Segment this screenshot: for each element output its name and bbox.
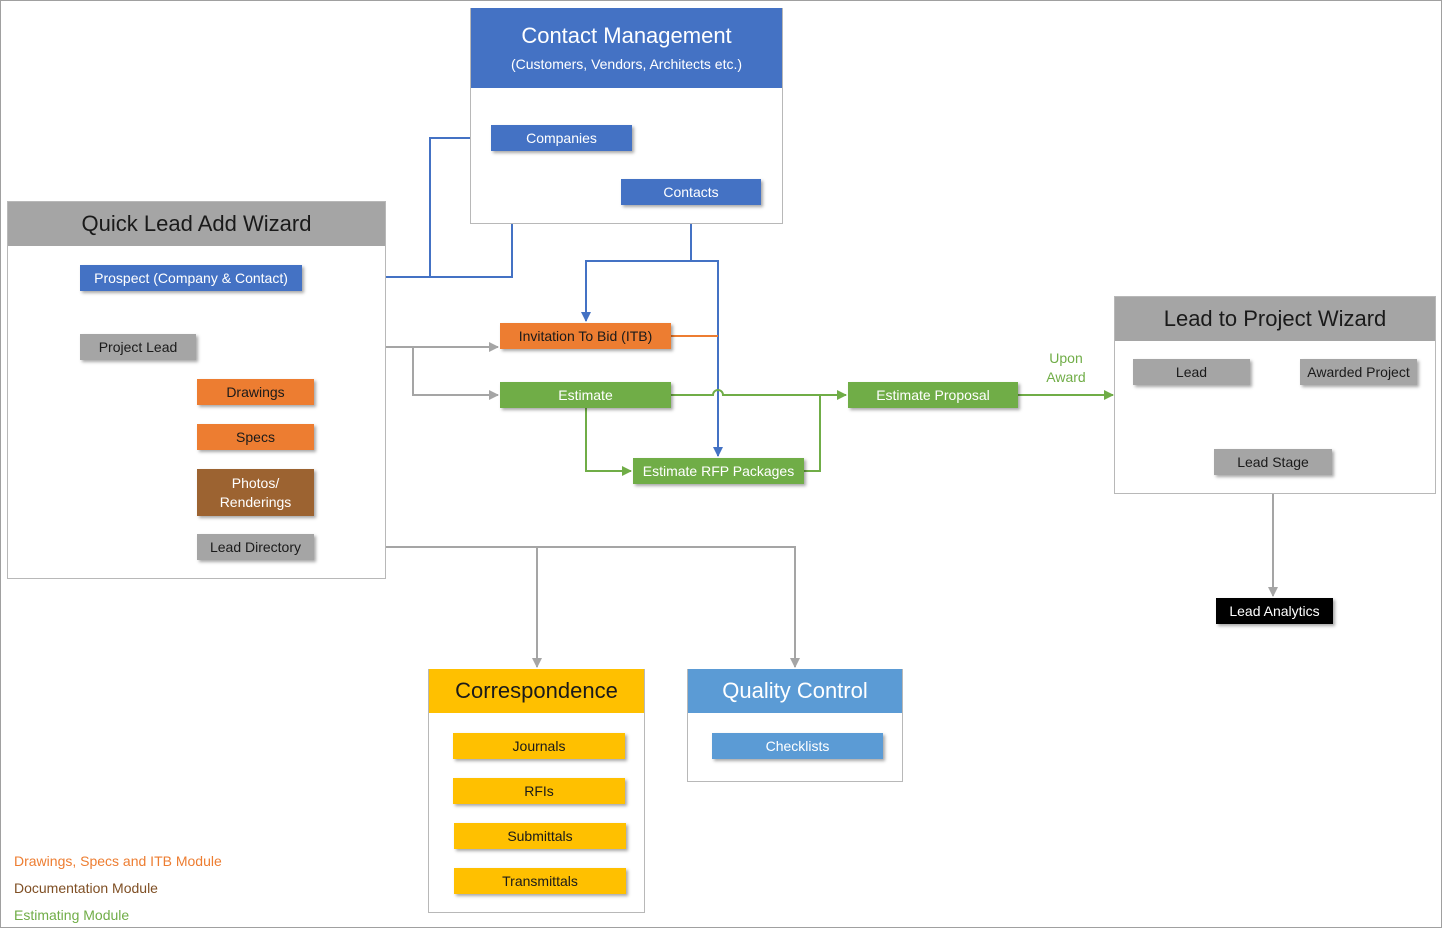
companies-node[interactable]: Companies <box>491 125 632 151</box>
estimate-rfp-packages-node[interactable]: Estimate RFP Packages <box>633 458 804 484</box>
lead-stage-node[interactable]: Lead Stage <box>1214 449 1332 475</box>
line-estimate-rfp <box>585 408 632 476</box>
legend-documentation: Documentation Module <box>14 880 158 896</box>
awarded-project-node[interactable]: Awarded Project <box>1300 359 1417 385</box>
line-contacts-itb <box>581 205 692 322</box>
rfis-node[interactable]: RFIs <box>453 778 625 804</box>
line-directory-qc <box>537 546 800 668</box>
legend-estimating: Estimating Module <box>14 907 130 923</box>
photos-renderings-node[interactable]: Photos/ Renderings <box>197 469 314 516</box>
legend-drawings-specs-itb: Drawings, Specs and ITB Module <box>14 853 222 869</box>
contact-management-title: Contact Management <box>521 23 732 48</box>
quality-control-header: Quality Control <box>688 669 902 713</box>
contacts-node[interactable]: Contacts <box>621 179 761 205</box>
lead-directory-node[interactable]: Lead Directory <box>197 534 314 560</box>
prospect-node[interactable]: Prospect (Company & Contact) <box>80 265 302 291</box>
quick-lead-wizard-header: Quick Lead Add Wizard <box>8 202 385 246</box>
specs-node[interactable]: Specs <box>197 424 314 450</box>
correspondence-header: Correspondence <box>429 669 644 713</box>
upon-label: Upon <box>1049 350 1083 366</box>
renderings-label: Renderings <box>219 493 292 510</box>
contact-management-subtitle: (Customers, Vendors, Architects etc.) <box>510 56 743 72</box>
contact-management-header: Contact Management (Customers, Vendors, … <box>471 8 782 88</box>
quick-lead-wizard-panel <box>7 201 386 579</box>
submittals-node[interactable]: Submittals <box>454 823 626 849</box>
checklists-node[interactable]: Checklists <box>712 733 883 759</box>
itb-node[interactable]: Invitation To Bid (ITB) <box>500 323 671 349</box>
award-label: Award <box>1046 369 1086 385</box>
upon-award-label: Upon Award <box>1035 349 1097 387</box>
drawings-node[interactable]: Drawings <box>197 379 314 405</box>
photos-label: Photos/ <box>231 474 280 491</box>
line-estimate-proposal <box>671 389 847 400</box>
lead-node[interactable]: Lead <box>1133 359 1250 385</box>
line-lead-estimate <box>412 347 499 400</box>
project-lead-node[interactable]: Project Lead <box>80 334 196 360</box>
estimate-proposal-node[interactable]: Estimate Proposal <box>848 382 1018 408</box>
estimate-node[interactable]: Estimate <box>500 382 671 408</box>
lead-to-project-header: Lead to Project Wizard <box>1115 297 1435 341</box>
line-rfp-proposal <box>804 395 821 472</box>
journals-node[interactable]: Journals <box>453 733 625 759</box>
transmittals-node[interactable]: Transmittals <box>454 868 626 894</box>
line-contacts-rfp <box>691 260 723 457</box>
lead-analytics-node[interactable]: Lead Analytics <box>1216 598 1333 624</box>
